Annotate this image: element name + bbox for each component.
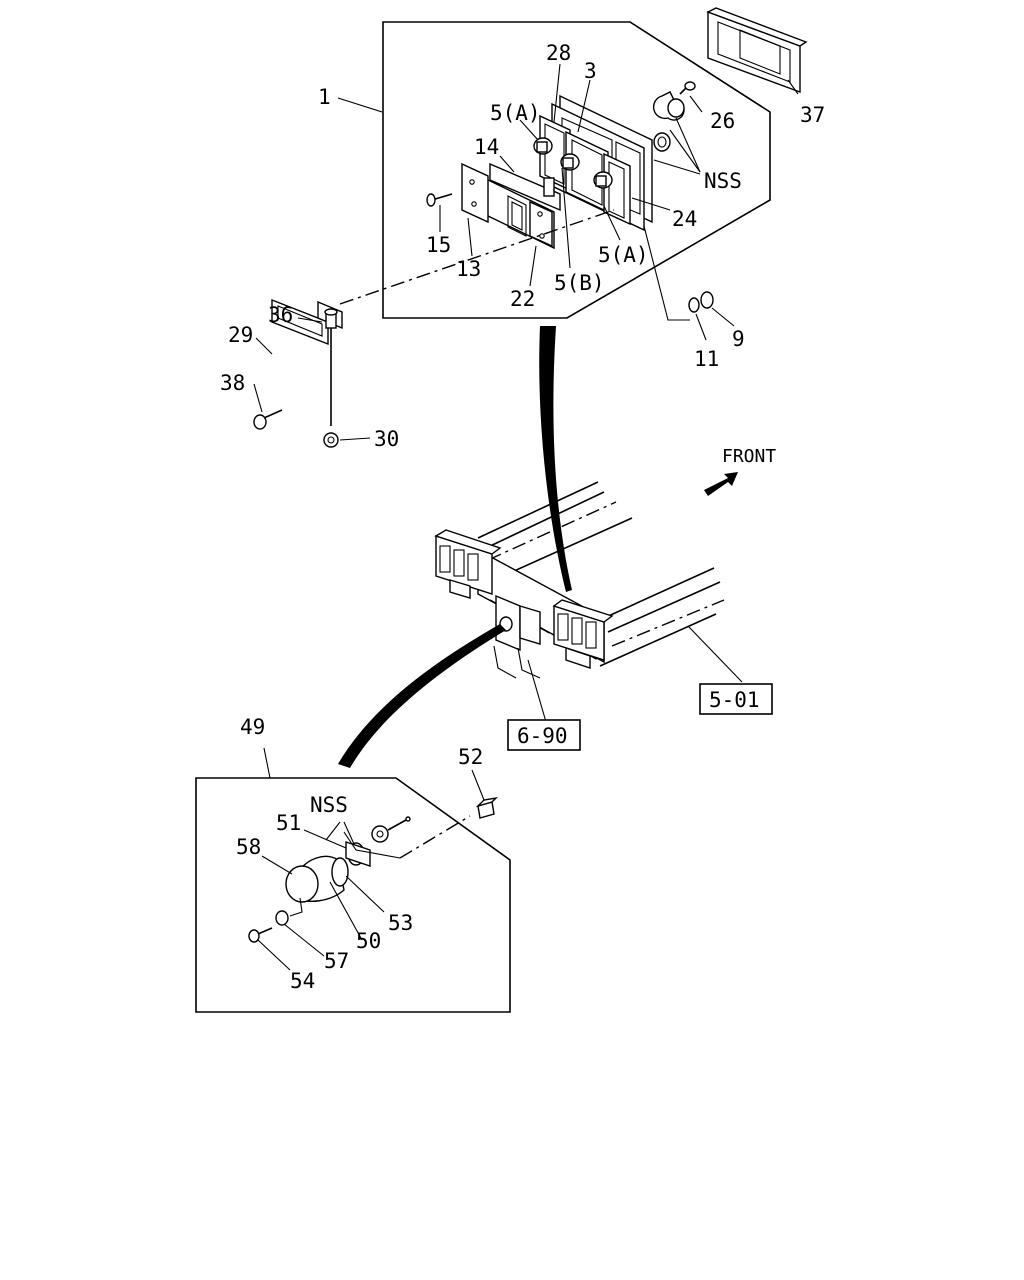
- callout-37: 37: [800, 103, 825, 127]
- hitch-mount: [493, 594, 541, 679]
- callout-24: 24: [672, 207, 697, 231]
- bulb-harness-bolt: [371, 816, 411, 843]
- callout-5a-lower: 5(A): [598, 243, 649, 267]
- callout-9: 9: [732, 327, 745, 351]
- screw-15: [426, 193, 453, 207]
- backup-lamp-detail-frame: [195, 777, 511, 1013]
- hitch-ref-box: [507, 719, 581, 751]
- washer-11: [688, 297, 700, 313]
- callout-13: 13: [456, 257, 481, 281]
- callout-51: 51: [276, 811, 301, 835]
- lamp-housing: [539, 94, 653, 232]
- rear-lamp-detail-frame: [382, 21, 771, 319]
- frame-ref-label: 5-01: [709, 688, 760, 712]
- lens-clip: [543, 177, 555, 197]
- callout-53: 53: [388, 911, 413, 935]
- callout-36: 36: [268, 303, 293, 327]
- callout-30: 30: [374, 427, 399, 451]
- connector-52: [475, 796, 499, 819]
- bulb-location-indicator: [338, 624, 506, 768]
- callout-38: 38: [220, 371, 245, 395]
- callout-nss-lower: NSS: [310, 793, 348, 817]
- callout-5a-upper: 5(A): [490, 101, 541, 125]
- callout-5b: 5(B): [554, 271, 605, 295]
- hitch-ref-label: 6-90: [517, 724, 568, 748]
- bolt-36: [324, 308, 338, 426]
- callout-49: 49: [240, 715, 265, 739]
- rear-lamp-exploded-view: [253, 7, 808, 448]
- wire-clamp: [652, 91, 685, 121]
- left-rear-lamp: [434, 529, 502, 599]
- bulb-5a-upper: [533, 137, 553, 155]
- bulb-5a-lower: [593, 171, 613, 189]
- callout-3: 3: [584, 59, 597, 83]
- screw-54: [248, 927, 273, 943]
- callout-26: 26: [710, 109, 735, 133]
- callout-52: 52: [458, 745, 483, 769]
- bolt-26: [679, 81, 696, 95]
- callout-nss-upper: NSS: [704, 169, 742, 193]
- lamp-cover: [706, 7, 808, 94]
- rear-chassis: [338, 326, 743, 768]
- front-arrow-icon: [704, 472, 738, 496]
- callout-15: 15: [426, 233, 451, 257]
- callout-22: 22: [510, 287, 535, 311]
- callout-11: 11: [694, 347, 719, 371]
- grommet: [653, 132, 671, 152]
- callout-1: 1: [318, 85, 331, 109]
- bulb-5b: [560, 153, 580, 171]
- backup-lamp-body: [285, 855, 349, 903]
- backup-lamp-exploded-view: [195, 747, 511, 1013]
- lamp-bracket-51: [345, 841, 371, 867]
- nut-30: [323, 432, 339, 448]
- bolt-38: [253, 409, 283, 430]
- washer-57: [275, 910, 289, 926]
- nut-9: [700, 291, 714, 309]
- front-label: FRONT: [722, 446, 776, 467]
- frame-ref-box: [699, 683, 773, 715]
- callout-28: 28: [546, 41, 571, 65]
- lamp-bracket: [461, 162, 489, 224]
- callout-58: 58: [236, 835, 261, 859]
- callout-54: 54: [290, 969, 315, 993]
- right-rear-lamp: [552, 599, 614, 669]
- callout-57: 57: [324, 949, 349, 973]
- callout-29: 29: [228, 323, 253, 347]
- callout-50: 50: [356, 929, 381, 953]
- callout-14: 14: [474, 135, 499, 159]
- lamp-location-indicator: [539, 326, 572, 592]
- gasket: [489, 162, 561, 212]
